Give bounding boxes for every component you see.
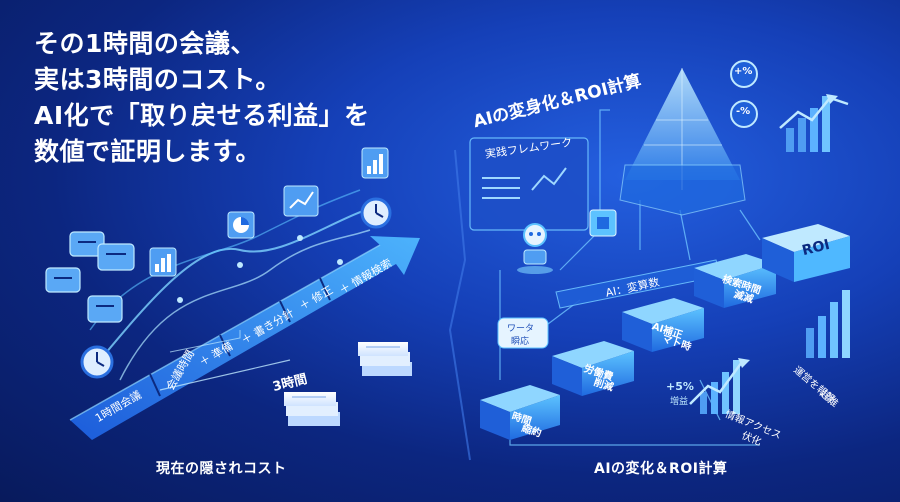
block-search <box>694 254 776 308</box>
chip-icon <box>589 209 617 237</box>
growth-chart-icon <box>689 358 750 414</box>
right-caption: AIの変化＆ROI計算 <box>594 461 728 477</box>
line-chart-icon <box>283 185 319 217</box>
chat-bubble-icon <box>45 231 135 323</box>
headline: その1時間の会議、 実は3時間のコスト。 AI化で「取り戻せる利益」を 数値で証… <box>34 26 370 170</box>
left-caption: 現在の隠されコスト <box>156 461 287 477</box>
headline-line: 数値で証明します。 <box>34 137 262 166</box>
ops-chart-icon <box>806 290 850 358</box>
block-labor <box>552 341 634 396</box>
bar-chart-icon <box>361 147 389 179</box>
plus-percent-badge <box>730 60 758 88</box>
plus-percent-text: +% <box>734 66 753 77</box>
block-roi <box>762 224 850 282</box>
document-stack-icon <box>284 392 340 426</box>
minus-percent-badge <box>730 100 758 128</box>
pie-chart-icon <box>227 211 255 239</box>
block-ai <box>622 298 704 352</box>
block-time <box>480 385 560 440</box>
data-bubble-line: 瞬応 <box>511 337 530 347</box>
clock-icon <box>80 345 114 379</box>
pyramid-icon <box>619 68 746 216</box>
panel-divider <box>448 149 471 461</box>
headline-line: その1時間の会議、 <box>34 29 256 58</box>
trend-chart-icon <box>779 94 849 152</box>
document-stack-icon <box>358 342 412 376</box>
headline-line: AI化で「取り戻せる利益」を <box>34 101 370 130</box>
percent-label: +5% <box>666 380 694 393</box>
minus-percent-text: -% <box>736 106 751 117</box>
bar-chart-icon <box>149 247 177 277</box>
clock-icon <box>360 197 392 229</box>
robot-icon <box>517 223 553 274</box>
headline-line: 実は3時間のコスト。 <box>34 65 281 94</box>
data-bubble <box>497 317 549 349</box>
percent-sub-label: 増益 <box>670 397 689 407</box>
framework-card <box>469 137 589 231</box>
data-bubble-line: ワータ <box>507 324 535 334</box>
